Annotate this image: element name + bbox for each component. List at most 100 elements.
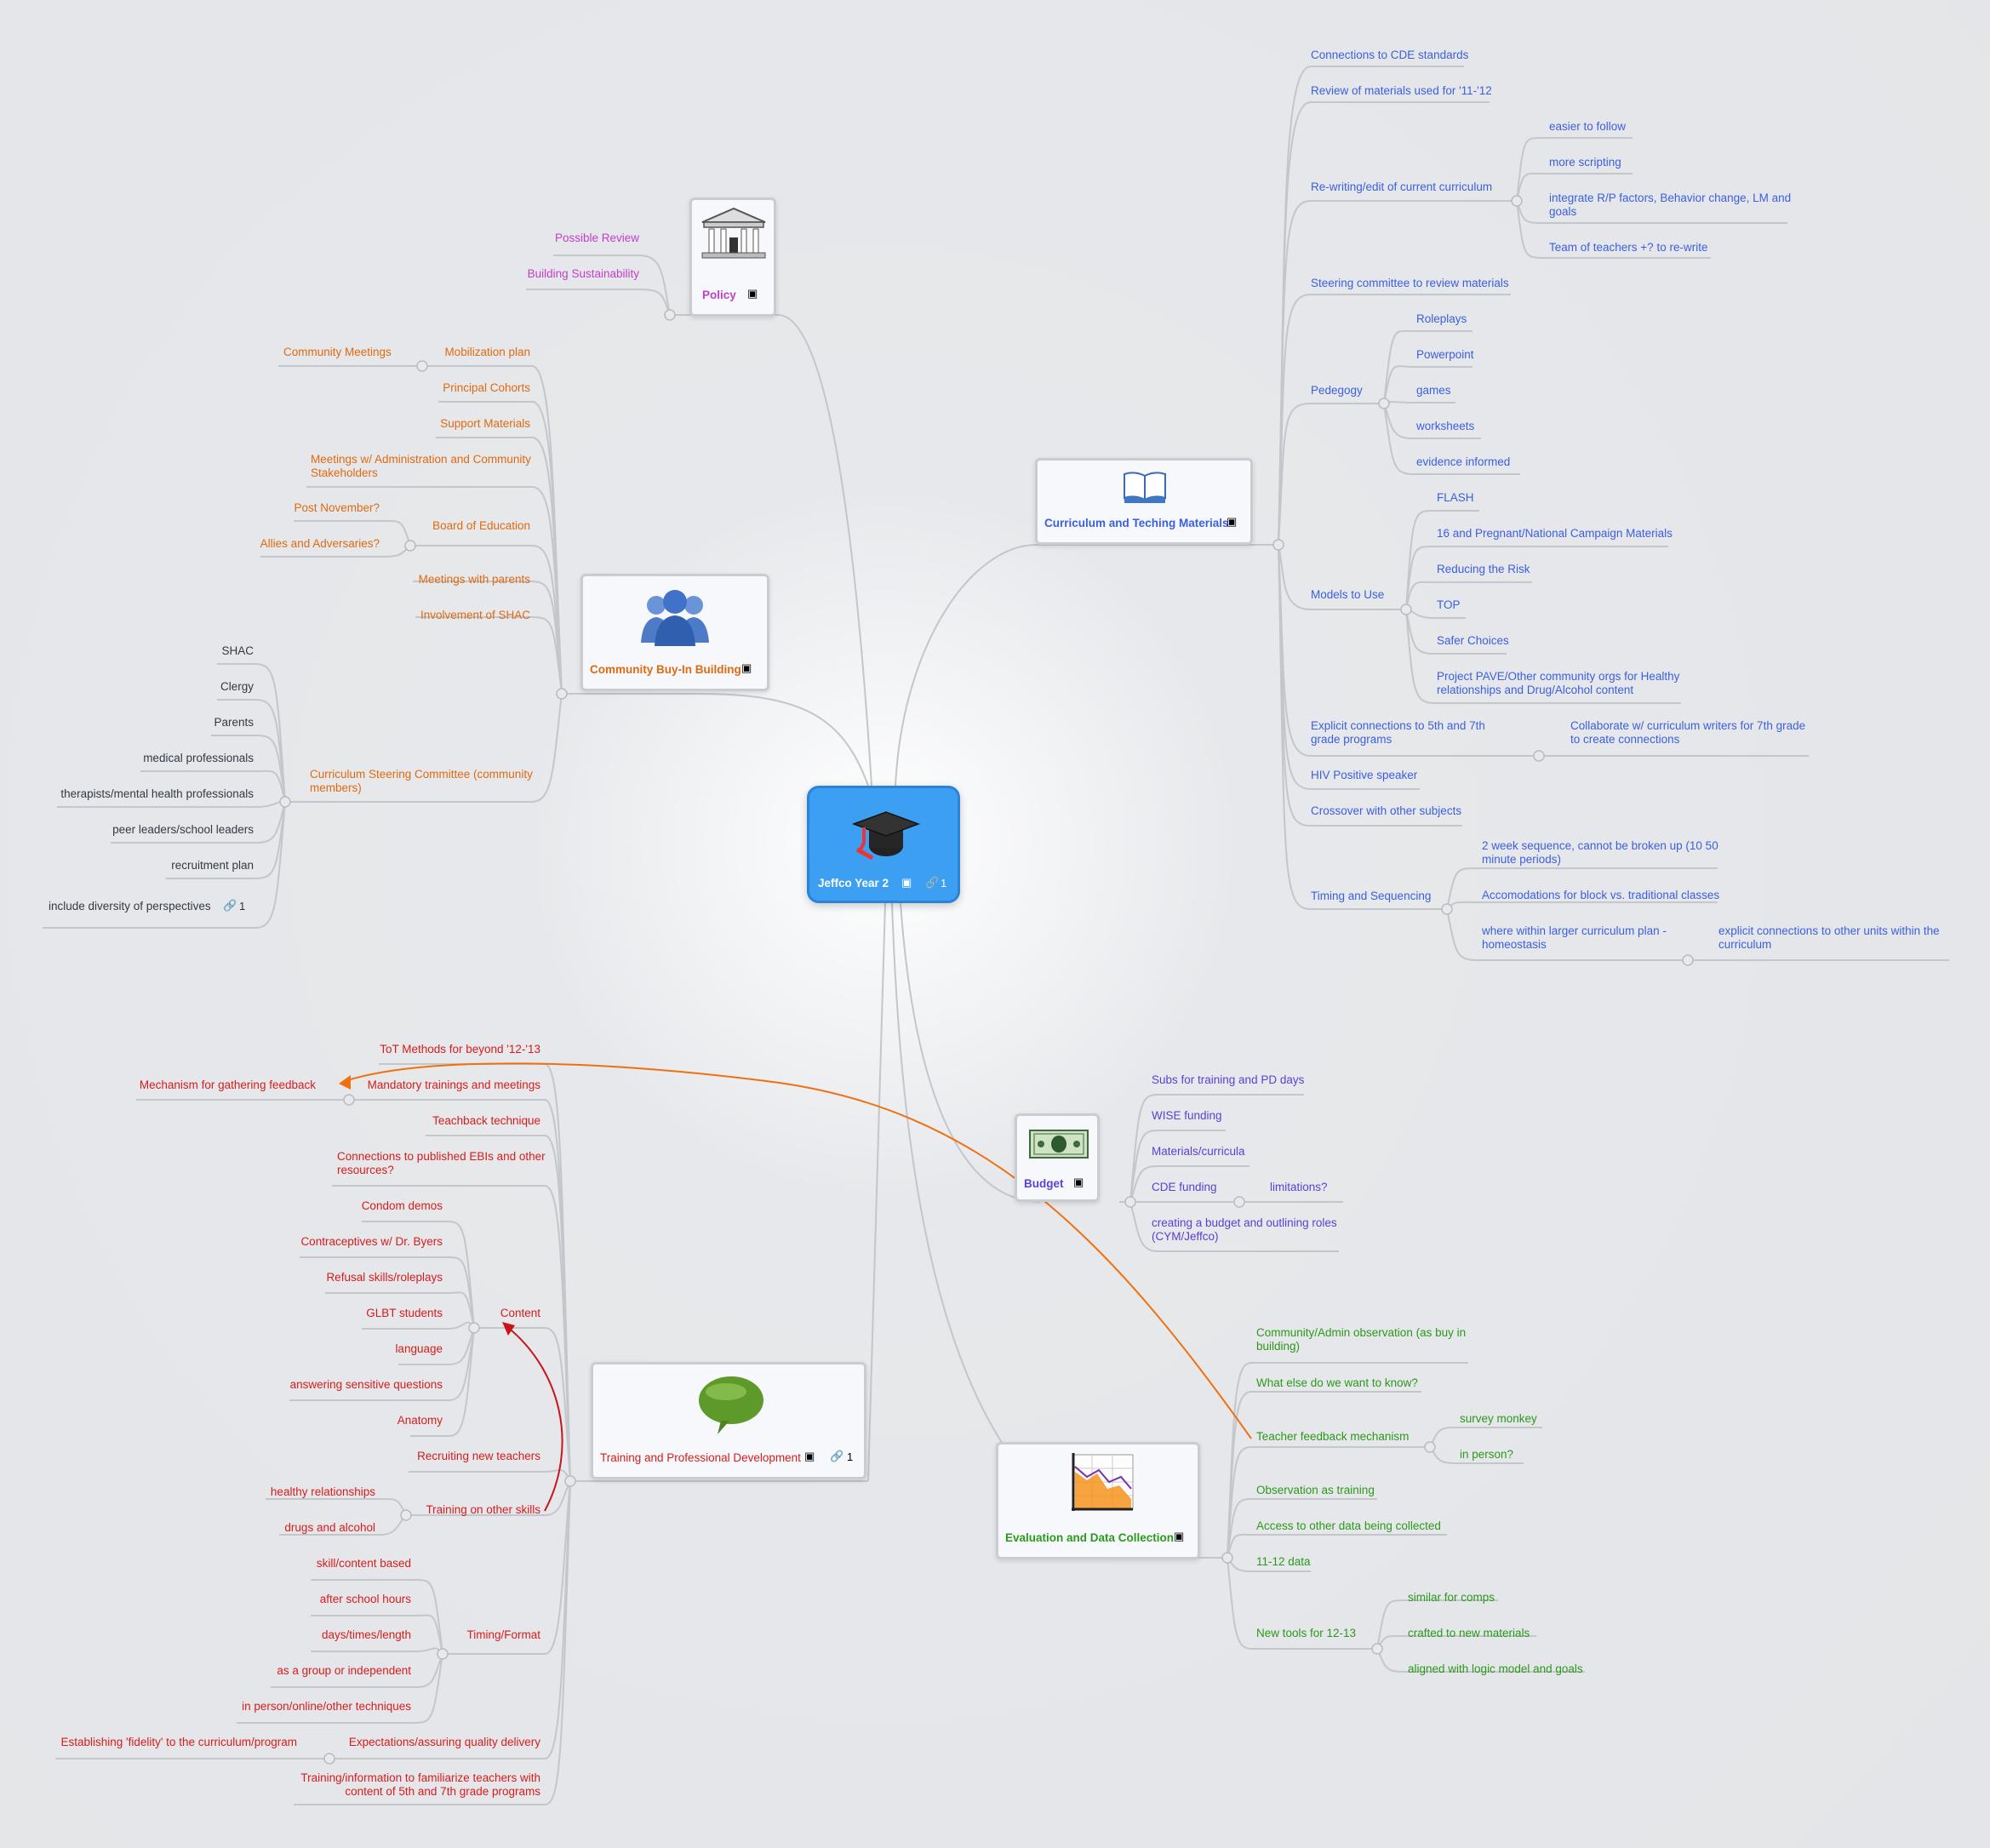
training-item[interactable]: Timing/Format — [466, 1628, 540, 1641]
community-subitem[interactable]: Community Meetings — [283, 346, 392, 358]
steering-member[interactable]: medical professionals — [143, 752, 254, 764]
curriculum-item[interactable]: Models to Use — [1311, 588, 1385, 601]
link-icon[interactable]: 🔗 — [223, 899, 237, 912]
content-item[interactable]: Refusal skills/roleplays — [326, 1271, 443, 1284]
budget-node[interactable]: Budget ▣ — [1015, 1113, 1100, 1202]
curriculum-item[interactable]: Connections to CDE standards — [1311, 49, 1469, 61]
evaluation-item[interactable]: Community/Admin observation (as buy in b… — [1256, 1326, 1467, 1353]
budget-subitem[interactable]: limitations? — [1270, 1181, 1328, 1193]
budget-item[interactable]: Materials/curricula — [1152, 1145, 1245, 1158]
curriculum-subitem[interactable]: Roleplays — [1416, 312, 1467, 325]
content-item[interactable]: language — [395, 1342, 443, 1355]
timing-item[interactable]: after school hours — [319, 1593, 411, 1605]
evaluation-node[interactable]: Evaluation and Data Collection ▣ — [996, 1442, 1200, 1559]
curriculum-item[interactable]: Pedegogy — [1311, 384, 1363, 397]
evaluation-item[interactable]: Teacher feedback mechanism — [1256, 1430, 1410, 1443]
content-item[interactable]: answering sensitive questions — [289, 1378, 443, 1391]
curriculum-subitem[interactable]: where within larger curriculum plan - ho… — [1482, 924, 1667, 951]
content-item[interactable]: GLBT students — [366, 1307, 443, 1319]
community-item[interactable]: Board of Education — [432, 519, 530, 532]
community-item[interactable]: Mobilization plan — [444, 346, 530, 358]
timing-item[interactable]: days/times/length — [321, 1628, 411, 1641]
budget-item[interactable]: WISE funding — [1152, 1109, 1222, 1122]
root-node[interactable]: Jeffco Year 2 ▣ 🔗 1 — [807, 786, 960, 903]
curriculum-subitem[interactable]: easier to follow — [1549, 120, 1627, 133]
curriculum-item[interactable]: Explicit connections to 5th and 7th grad… — [1311, 719, 1485, 746]
evaluation-item[interactable]: Access to other data being collected — [1256, 1519, 1441, 1532]
curriculum-subitem[interactable]: FLASH — [1437, 491, 1474, 504]
training-item[interactable]: Content — [500, 1307, 540, 1319]
community-item[interactable]: Involvement of SHAC — [420, 609, 530, 621]
training-item[interactable]: Recruiting new teachers — [417, 1450, 540, 1462]
training-item[interactable]: Teachback technique — [432, 1114, 540, 1127]
curriculum-subitem[interactable]: Reducing the Risk — [1437, 563, 1530, 575]
other-skill-item[interactable]: drugs and alcohol — [284, 1521, 375, 1534]
steering-member[interactable]: Clergy — [220, 680, 254, 693]
evaluation-item[interactable]: What else do we want to know? — [1256, 1376, 1418, 1389]
training-node[interactable]: Training and Professional Development ▣ … — [591, 1362, 866, 1479]
steering-member[interactable]: peer leaders/school leaders — [112, 823, 254, 836]
policy-item[interactable]: Possible Review — [554, 232, 639, 244]
community-subitem[interactable]: Post November? — [294, 501, 380, 514]
training-subitem[interactable]: Establishing 'fidelity' to the curriculu… — [60, 1736, 297, 1748]
curriculum-item[interactable]: Review of materials used for '11-'12 — [1311, 84, 1492, 97]
curriculum-subitem[interactable]: TOP — [1437, 598, 1461, 611]
budget-item[interactable]: Subs for training and PD days — [1152, 1073, 1305, 1086]
evaluation-subitem[interactable]: similar for comps — [1408, 1591, 1495, 1604]
community-item[interactable]: Curriculum Steering Committee (community… — [310, 768, 533, 794]
content-item[interactable]: Contraceptives w/ Dr. Byers — [300, 1235, 443, 1248]
content-item[interactable]: Anatomy — [397, 1414, 443, 1427]
training-item[interactable]: Connections to published EBIs and other … — [337, 1150, 546, 1176]
curriculum-subitem[interactable]: evidence informed — [1416, 455, 1511, 468]
other-skill-item[interactable]: healthy relationships — [270, 1485, 375, 1498]
curriculum-subitem[interactable]: worksheets — [1416, 420, 1475, 432]
evaluation-subitem[interactable]: aligned with logic model and goals — [1408, 1662, 1583, 1675]
training-item[interactable]: Training on other skills — [426, 1503, 540, 1516]
curriculum-subitem[interactable]: 16 and Pregnant/National Campaign Materi… — [1437, 527, 1673, 540]
curriculum-subitem[interactable]: Collaborate w/ curriculum writers for 7t… — [1570, 719, 1806, 746]
evaluation-item[interactable]: New tools for 12-13 — [1256, 1627, 1357, 1639]
curriculum-subitem[interactable]: integrate R/P factors, Behavior change, … — [1549, 192, 1792, 218]
curriculum-item[interactable]: HIV Positive speaker — [1311, 769, 1418, 781]
curriculum-item[interactable]: Crossover with other subjects — [1311, 804, 1462, 817]
curriculum-subitem[interactable]: games — [1416, 384, 1451, 397]
community-item[interactable]: Principal Cohorts — [443, 381, 530, 394]
content-item[interactable]: Condom demos — [361, 1199, 443, 1212]
timing-item[interactable]: in person/online/other techniques — [242, 1700, 411, 1713]
link-icon[interactable]: 🔗 — [830, 1450, 844, 1462]
training-subitem[interactable]: Mechanism for gathering feedback — [139, 1078, 316, 1091]
training-item[interactable]: Training/information to familiarize teac… — [300, 1771, 540, 1798]
budget-item[interactable]: CDE funding — [1152, 1181, 1217, 1193]
curriculum-subitem[interactable]: more scripting — [1549, 156, 1621, 169]
evaluation-item[interactable]: Observation as training — [1256, 1484, 1375, 1496]
steering-member[interactable]: Parents — [214, 716, 254, 729]
curriculum-subitem[interactable]: Project PAVE/Other community orgs for He… — [1437, 670, 1680, 696]
steering-member[interactable]: therapists/mental health professionals — [60, 787, 254, 800]
evaluation-subitem[interactable]: survey monkey — [1460, 1412, 1537, 1425]
link-icon[interactable]: 🔗 — [925, 876, 940, 889]
curriculum-subitem[interactable]: Accomodations for block vs. traditional … — [1482, 889, 1720, 901]
curriculum-item[interactable]: Re-writing/edit of current curriculum — [1311, 180, 1493, 193]
budget-item[interactable]: creating a budget and outlining roles (C… — [1152, 1216, 1337, 1243]
evaluation-subitem[interactable]: in person? — [1460, 1448, 1514, 1461]
community-node[interactable]: Community Buy-In Building ▣ — [580, 574, 769, 691]
curriculum-subitem[interactable]: explicit connections to other units with… — [1718, 924, 1940, 951]
community-item[interactable]: Meetings with parents — [418, 573, 530, 586]
community-subitem[interactable]: Allies and Adversaries? — [260, 537, 380, 550]
timing-item[interactable]: skill/content based — [316, 1557, 411, 1570]
steering-member[interactable]: SHAC — [221, 644, 254, 657]
curriculum-subitem[interactable]: Safer Choices — [1437, 634, 1509, 647]
community-item[interactable]: Support Materials — [440, 417, 530, 430]
curriculum-subitem[interactable]: Team of teachers +? to re-write — [1549, 241, 1708, 254]
steering-member[interactable]: recruitment plan — [171, 859, 254, 872]
community-item[interactable]: Meetings w/ Administration and Community… — [311, 453, 531, 479]
evaluation-subitem[interactable]: crafted to new materials — [1408, 1627, 1530, 1639]
training-item[interactable]: Expectations/assuring quality delivery — [348, 1736, 540, 1748]
training-item[interactable]: Mandatory trainings and meetings — [367, 1078, 540, 1091]
evaluation-item[interactable]: 11-12 data — [1256, 1555, 1311, 1568]
curriculum-item[interactable]: Steering committee to review materials — [1311, 277, 1509, 289]
policy-node[interactable]: Policy ▣ — [689, 197, 776, 317]
curriculum-subitem[interactable]: Powerpoint — [1416, 348, 1474, 361]
timing-item[interactable]: as a group or independent — [277, 1664, 411, 1677]
policy-item[interactable]: Building Sustainability — [527, 267, 639, 280]
